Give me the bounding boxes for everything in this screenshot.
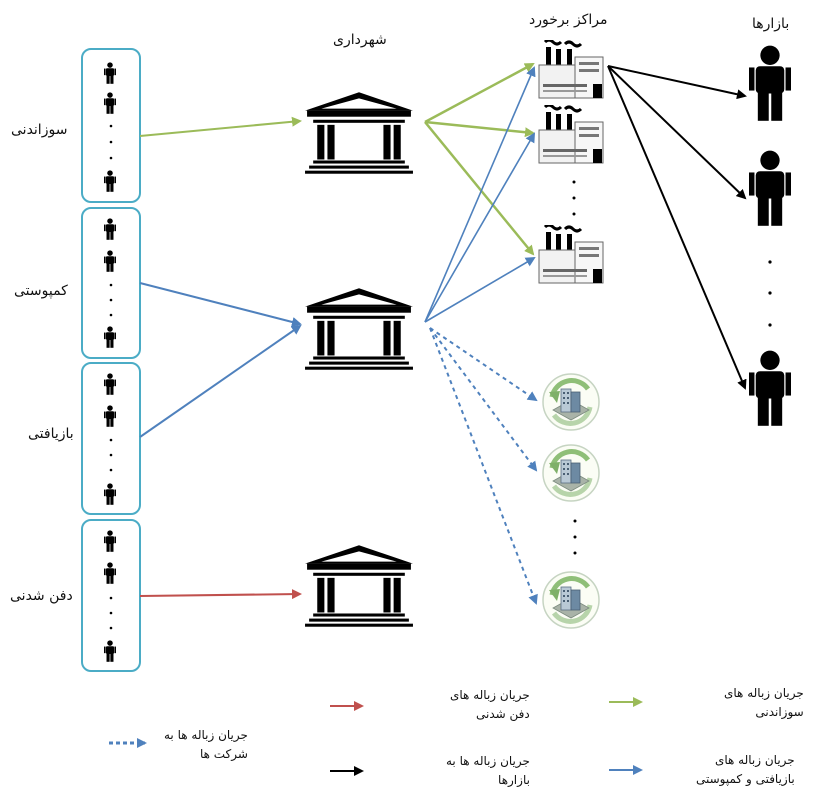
arrow-green-to-factory-2 <box>424 120 535 138</box>
group-label-landfill: دفن شدنی <box>10 588 73 604</box>
factory-icon <box>537 225 605 285</box>
market-person-icon <box>749 45 791 121</box>
arrow-black-to-market-1 <box>607 65 747 100</box>
factory-icon <box>537 105 605 165</box>
arrow-blue-to-factory-2 <box>424 132 536 323</box>
group-label-recyclable: بازیافتی <box>28 426 74 442</box>
person-icon <box>104 373 116 395</box>
municipality-building-icon <box>305 92 413 174</box>
people-landfill <box>104 530 116 662</box>
arrow-green-to-factory-1 <box>424 62 535 124</box>
arrow-blue-to-factory-1 <box>424 66 536 323</box>
factory-icon <box>537 40 605 100</box>
legend-companies-flow: جریان زباله ها به شرکت ها <box>164 726 248 764</box>
legend-line: بازیافتی و کمپوستی <box>696 772 795 786</box>
group-box-recyclable <box>81 362 141 515</box>
markets-title: بازارها <box>752 16 790 32</box>
factory-ellipsis <box>572 180 576 216</box>
legend-line: دفن شدنی <box>476 707 530 721</box>
legend-line: جریان زباله ها به <box>164 728 248 742</box>
person-icon <box>104 218 116 240</box>
arrow-compost-to-municipality <box>139 282 302 327</box>
person-icon <box>104 62 116 84</box>
arrow-dashed-to-company-3 <box>429 327 538 605</box>
legend-line: سوزاندنی <box>755 705 804 719</box>
recycling-company-icon <box>543 374 599 430</box>
arrow-dashed-to-company-2 <box>429 327 538 472</box>
legend-markets-flow: جریان زباله ها به بازارها <box>446 752 530 790</box>
legend-recycle-compost-flow: جریان زباله های بازیافتی و کمپوستی <box>696 751 795 789</box>
recycling-company-icon <box>543 572 599 628</box>
recycling-company-icon <box>543 445 599 501</box>
legend-line: جریان زباله های <box>724 686 804 700</box>
person-icon <box>104 483 116 505</box>
people-recyclable <box>104 373 116 505</box>
person-icon <box>104 562 116 584</box>
people-incinerable <box>104 62 116 192</box>
person-icon <box>104 405 116 427</box>
person-icon <box>104 640 116 662</box>
person-icon <box>104 170 116 192</box>
market-person-icon <box>749 150 791 226</box>
person-icon <box>104 326 116 348</box>
group-label-compost: کمپوستی <box>14 283 68 299</box>
municipality-building-icon <box>305 545 413 627</box>
legend-line: جریان زباله ها به <box>446 754 530 768</box>
arrow-dashed-to-company-1 <box>429 327 538 402</box>
person-icon <box>104 92 116 114</box>
municipality-building-icon <box>305 288 413 370</box>
people-compost <box>104 218 116 348</box>
legend-line: جریان زباله های <box>450 688 530 702</box>
market-person-icon <box>749 350 791 426</box>
group-box-incinerable <box>81 48 141 203</box>
arrow-blue-to-factory-3 <box>424 256 536 323</box>
person-icon <box>104 250 116 272</box>
legend-line: بازارها <box>498 773 530 787</box>
arrow-landfill-to-municipality <box>139 589 302 600</box>
company-ellipsis <box>573 519 577 555</box>
arrow-black-to-market-2 <box>607 65 747 200</box>
arrow-black-to-market-3 <box>607 65 747 390</box>
legend-line: جریان زباله های <box>714 753 795 767</box>
person-icon <box>104 530 116 552</box>
legend-landfill-flow: جریان زباله های دفن شدنی <box>450 686 530 724</box>
municipality-title: شهرداری <box>333 32 387 48</box>
treatment-centers-title: مراکز برخورد <box>529 12 608 28</box>
legend-incinerable-flow: جریان زباله های سوزاندنی <box>724 684 804 722</box>
arrow-incinerable-to-municipality <box>139 116 302 137</box>
market-ellipsis <box>768 260 772 327</box>
arrow-green-to-factory-3 <box>424 121 535 256</box>
group-label-incinerable: سوزاندنی <box>11 122 68 138</box>
legend-line: شرکت ها <box>199 747 248 761</box>
arrow-recyclable-to-municipality <box>139 324 302 438</box>
